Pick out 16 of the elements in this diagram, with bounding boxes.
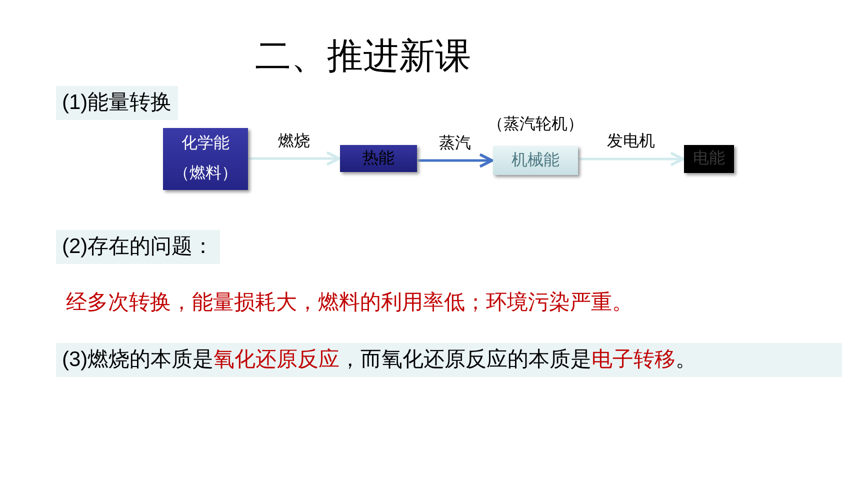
process-box: 机械能 (493, 146, 578, 175)
arrow (578, 152, 684, 166)
arrow (248, 151, 340, 166)
edge-label: 发电机 (606, 132, 656, 152)
process-box: 热能 (340, 145, 417, 172)
process-box: 化学能 （燃料） (163, 128, 248, 190)
arrow (417, 153, 494, 168)
section-heading: (3)燃烧的本质是氧化还原反应，而氧化还原反应的本质是电子转移。 (56, 343, 842, 377)
section-heading: (2)存在的问题： (56, 230, 220, 264)
section-heading: (1)能量转换 (56, 86, 178, 120)
title: 二、推进新课 (255, 35, 471, 79)
edge-label: 蒸汽 (438, 134, 472, 154)
note-text: 经多次转换，能量损耗大，燃料的利用率低；环境污染严重。 (66, 290, 633, 316)
process-box: 电能 (684, 145, 734, 173)
edge-label: 燃烧 (277, 132, 311, 152)
caption-text: （蒸汽轮机） (486, 114, 584, 135)
